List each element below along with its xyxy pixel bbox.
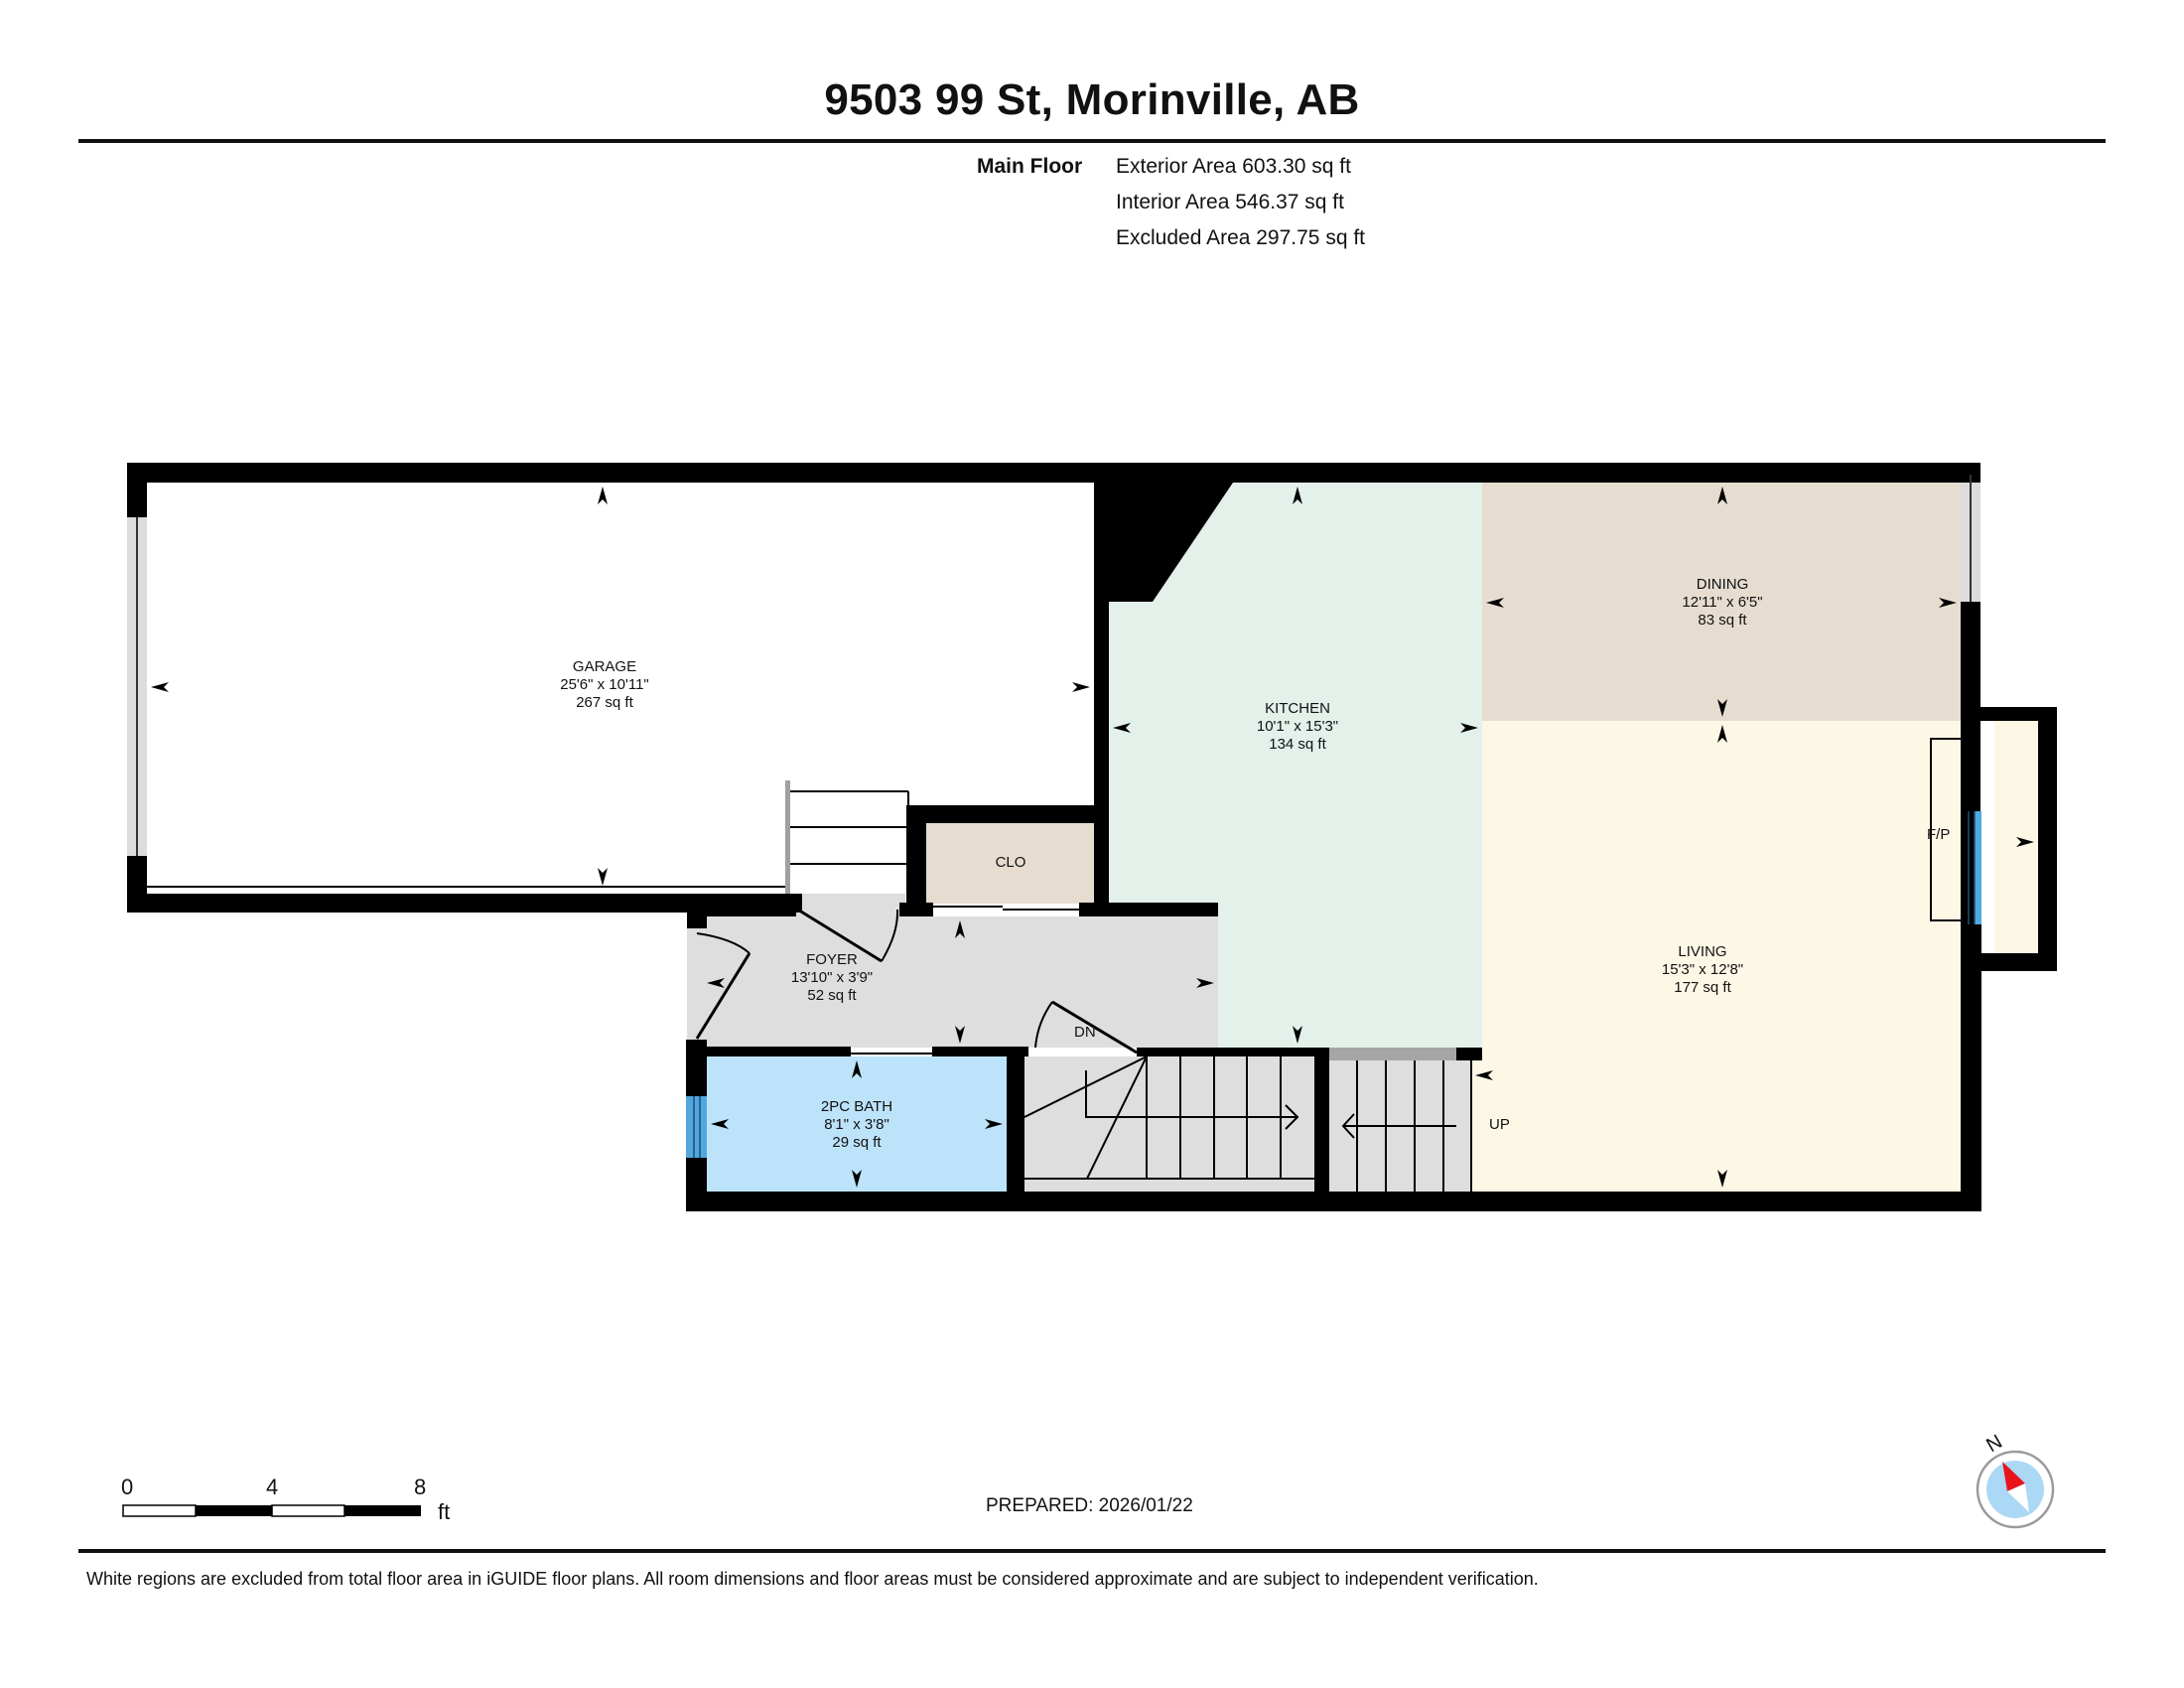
room-dimensions: 15'3" x 12'8" bbox=[1661, 961, 1744, 978]
wall-garage-bottom bbox=[127, 894, 802, 913]
title-divider bbox=[78, 139, 2106, 143]
room-name: FOYER bbox=[806, 951, 858, 968]
room-name: 2PC BATH bbox=[820, 1098, 893, 1115]
wall-right-bottom bbox=[1961, 924, 1981, 1211]
wall-stairs-divider bbox=[1314, 1048, 1329, 1211]
room-label-dining: DINING 12'11" x 6'5" 83 sq ft bbox=[1682, 576, 1762, 630]
room-name: KITCHEN bbox=[1265, 700, 1330, 717]
compass-icon bbox=[1978, 1452, 2053, 1527]
wall-stairs-top bbox=[1137, 1048, 1329, 1056]
room-foyer bbox=[707, 916, 1218, 1048]
room-name: DINING bbox=[1696, 576, 1749, 593]
wall-bumpout-top bbox=[1961, 707, 2057, 721]
room-label-closet: CLO bbox=[996, 854, 1026, 872]
wall-closet-top bbox=[906, 805, 1109, 823]
room-name: CLO bbox=[995, 854, 1026, 871]
wall-fireplace-inner bbox=[1961, 721, 1975, 953]
exterior-area: Exterior Area 603.30 sq ft bbox=[1116, 155, 1351, 178]
bath-window bbox=[686, 1096, 707, 1158]
wall-foyer-top-right bbox=[1079, 903, 1218, 916]
wall-closet-left bbox=[906, 805, 926, 916]
room-living-lower-strip bbox=[1471, 1048, 1482, 1192]
scale-tick-0: 0 bbox=[121, 1475, 134, 1499]
fireplace bbox=[1930, 738, 1963, 921]
wall-bath-left-bottom bbox=[686, 1158, 707, 1211]
scale-unit: ft bbox=[438, 1499, 451, 1524]
wall-foyer-left-bottom bbox=[686, 1040, 707, 1096]
wall-foyer-top-left bbox=[687, 903, 796, 916]
interior-area: Interior Area 546.37 sq ft bbox=[1116, 191, 1344, 213]
floor-name: Main Floor bbox=[977, 155, 1083, 178]
fireplace-label: F/P bbox=[1927, 826, 1951, 843]
wall-foyer-left-top bbox=[687, 913, 707, 928]
stairs-down-area bbox=[1024, 1056, 1314, 1192]
room-name: LIVING bbox=[1678, 943, 1727, 960]
room-dimensions: 13'10" x 3'9" bbox=[790, 969, 874, 986]
wall-closet-right bbox=[1095, 805, 1109, 916]
room-bath bbox=[707, 1056, 1007, 1192]
room-area: 83 sq ft bbox=[1698, 612, 1747, 629]
room-dimensions: 8'1" x 3'8" bbox=[824, 1116, 889, 1133]
room-dimensions: 12'11" x 6'5" bbox=[1682, 594, 1763, 611]
wall-foyer-top-closet-l bbox=[899, 903, 933, 916]
stairs-up-label: UP bbox=[1489, 1116, 1510, 1133]
stairs-up-rail bbox=[1329, 1048, 1456, 1060]
wall-right-top bbox=[1961, 463, 1980, 475]
room-area: 52 sq ft bbox=[807, 987, 857, 1004]
wall-bath-right bbox=[1007, 1047, 1024, 1211]
room-label-living: LIVING 15'3" x 12'8" 177 sq ft bbox=[1662, 943, 1743, 997]
room-area: 134 sq ft bbox=[1269, 736, 1326, 753]
room-fireplace-bumpout bbox=[1994, 721, 2038, 971]
footer-disclaimer: White regions are excluded from total fl… bbox=[86, 1569, 1539, 1589]
page-title: 9503 99 St, Morinville, AB bbox=[824, 75, 1360, 124]
room-area: 29 sq ft bbox=[832, 1134, 882, 1151]
scale-tick-4: 4 bbox=[266, 1475, 279, 1499]
footer-divider bbox=[78, 1549, 2106, 1553]
room-label-bath: 2PC BATH 8'1" x 3'8" 29 sq ft bbox=[821, 1098, 892, 1152]
room-label-garage: GARAGE 25'6" x 10'11" 267 sq ft bbox=[560, 658, 649, 712]
room-name: GARAGE bbox=[572, 658, 637, 675]
wall-bumpout-bottom bbox=[1961, 953, 2057, 971]
wall-bath-top-left bbox=[707, 1047, 851, 1056]
room-closet bbox=[926, 823, 1095, 904]
wall-stairs-up-end bbox=[1456, 1048, 1482, 1060]
prepared-date: PREPARED: 2026/01/22 bbox=[986, 1495, 1193, 1516]
room-label-foyer: FOYER 13'10" x 3'9" 52 sq ft bbox=[791, 951, 873, 1005]
room-dining bbox=[1482, 483, 1961, 721]
scale-tick-8: 8 bbox=[414, 1475, 427, 1499]
room-dimensions: 25'6" x 10'11" bbox=[560, 676, 649, 693]
wall-bumpout-right bbox=[2038, 707, 2057, 971]
room-dimensions: 10'1" x 15'3" bbox=[1256, 718, 1339, 735]
wall-garage-left-top bbox=[127, 463, 147, 517]
wall-top bbox=[127, 463, 1980, 483]
room-foyer-entry bbox=[687, 928, 707, 1040]
excluded-area: Excluded Area 297.75 sq ft bbox=[1116, 226, 1366, 249]
garage-stair-landing bbox=[794, 894, 905, 916]
room-living bbox=[1482, 721, 1961, 1192]
room-area: 177 sq ft bbox=[1674, 979, 1731, 996]
wall-bath-top-right bbox=[932, 1047, 1028, 1056]
room-label-kitchen: KITCHEN 10'1" x 15'3" 134 sq ft bbox=[1257, 700, 1338, 754]
stairs-down-label: DN bbox=[1074, 1024, 1096, 1041]
room-area: 267 sq ft bbox=[576, 694, 633, 711]
